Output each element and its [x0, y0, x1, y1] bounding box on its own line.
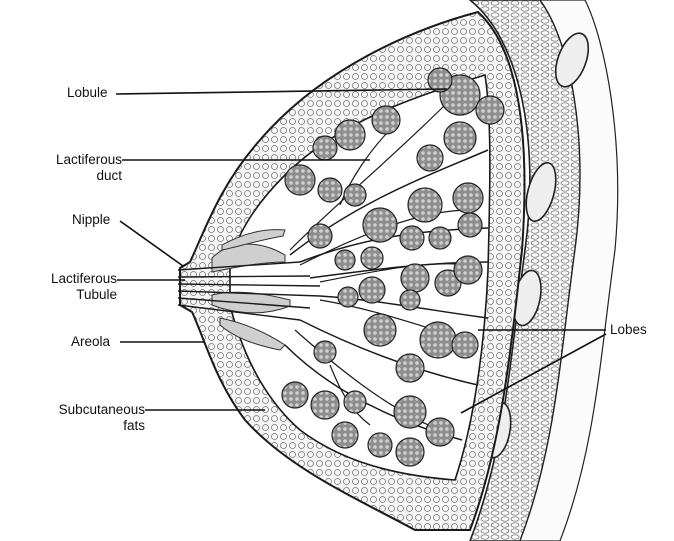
- label-subcutaneous-line2: fats: [123, 418, 145, 433]
- label-subcutaneous-fats: Subcutaneous fats: [10, 402, 145, 434]
- label-lactiferous-duct-line2: duct: [96, 168, 122, 183]
- label-areola: Areola: [71, 334, 110, 350]
- label-lobes: Lobes: [610, 322, 647, 338]
- label-lactiferous-duct: Lactiferous duct: [42, 152, 122, 184]
- label-lactiferous-tubule-line1: Lactiferous: [51, 271, 117, 286]
- label-lactiferous-tubule: Lactiferous Tubule: [37, 271, 117, 303]
- label-lobule: Lobule: [67, 85, 108, 101]
- label-lactiferous-tubule-line2: Tubule: [76, 287, 117, 302]
- label-nipple: Nipple: [72, 212, 110, 228]
- label-lactiferous-duct-line1: Lactiferous: [56, 152, 122, 167]
- label-subcutaneous-line1: Subcutaneous: [59, 402, 145, 417]
